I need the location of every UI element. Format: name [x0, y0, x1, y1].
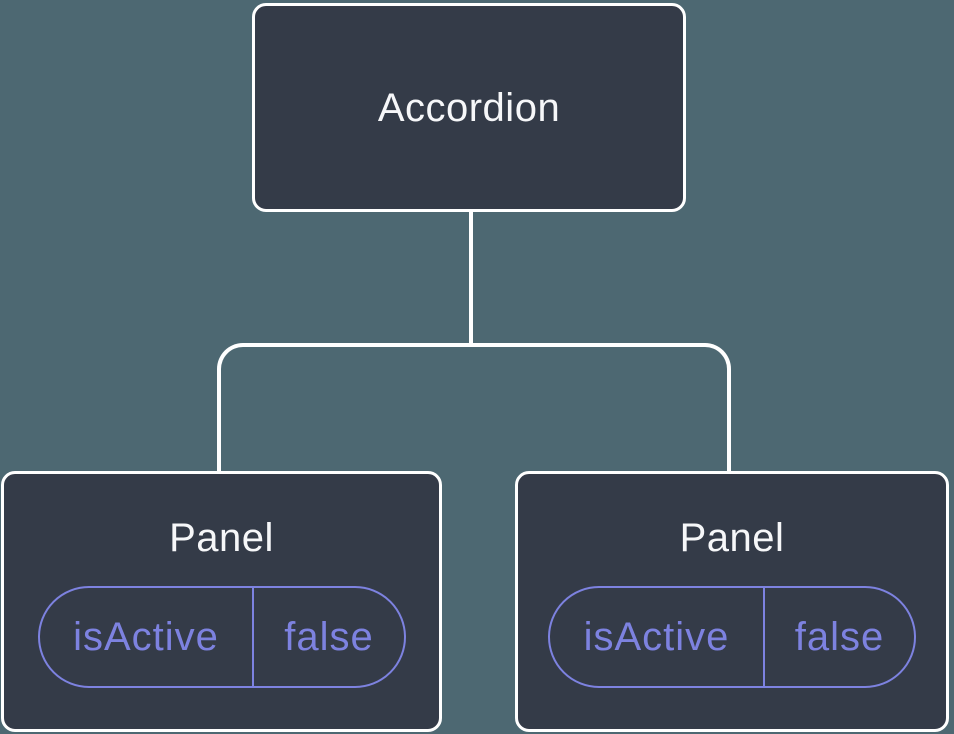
- state-pill-right: isActive false: [548, 586, 916, 688]
- state-value-left: false: [252, 588, 403, 686]
- panel-node-left-label: Panel: [169, 516, 274, 560]
- connector-stem: [469, 210, 473, 347]
- connector-branch: [217, 343, 731, 472]
- panel-node-right: Panel isActive false: [515, 471, 949, 732]
- state-key-right: isActive: [583, 614, 730, 659]
- state-key-left: isActive: [73, 614, 219, 659]
- accordion-node: Accordion: [252, 3, 686, 212]
- state-pill-left: isActive false: [37, 586, 406, 688]
- panel-node-right-label: Panel: [679, 516, 785, 560]
- panel-node-left: Panel isActive false: [1, 471, 442, 732]
- state-value-right: false: [762, 588, 914, 686]
- accordion-node-label: Accordion: [377, 85, 561, 130]
